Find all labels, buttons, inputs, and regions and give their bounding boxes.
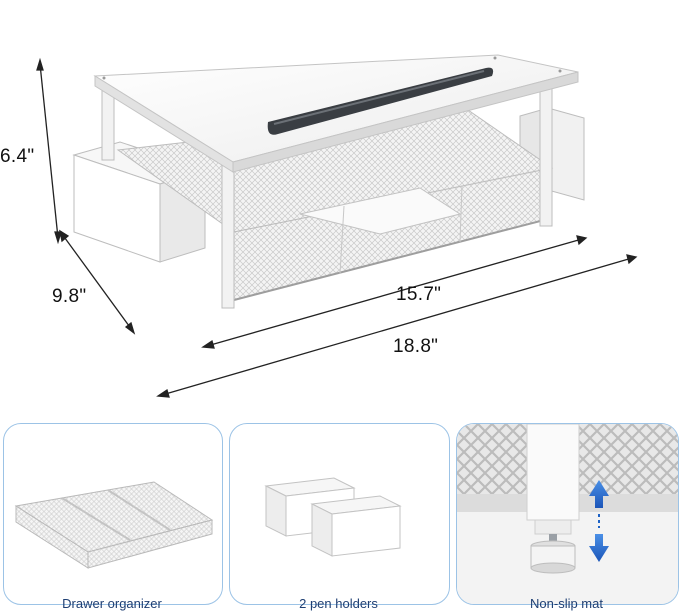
- drawer-organizer-image: [14, 481, 214, 569]
- adjustable-foot-image: [457, 424, 678, 604]
- drawer-organizer-panel: [3, 423, 223, 605]
- product-illustration: 6.4" 9.8" 15.7" 18.8": [0, 54, 638, 398]
- height-dimension-label: 6.4": [0, 146, 35, 167]
- dimension-lines: [36, 57, 638, 398]
- monitor-stand-drawing: [36, 54, 638, 398]
- inner-width-dimension-label: 15.7": [396, 284, 442, 305]
- drawer-organizer-caption: Drawer organizer: [62, 596, 162, 611]
- total-width-dimension-label: 18.8": [393, 336, 439, 357]
- non-slip-mat-caption: Non-slip mat: [530, 596, 603, 611]
- pen-holders-panel: [229, 423, 450, 605]
- non-slip-mat-panel: [456, 423, 679, 605]
- pen-holders-image: [264, 477, 402, 557]
- stand-legs: [101, 85, 553, 309]
- depth-dimension-label: 9.8": [52, 286, 87, 307]
- top-shelf: [93, 54, 579, 173]
- phone-slot: [267, 67, 494, 135]
- adjust-arrows-icon: [589, 480, 609, 562]
- pen-holders-caption: 2 pen holders: [299, 596, 378, 611]
